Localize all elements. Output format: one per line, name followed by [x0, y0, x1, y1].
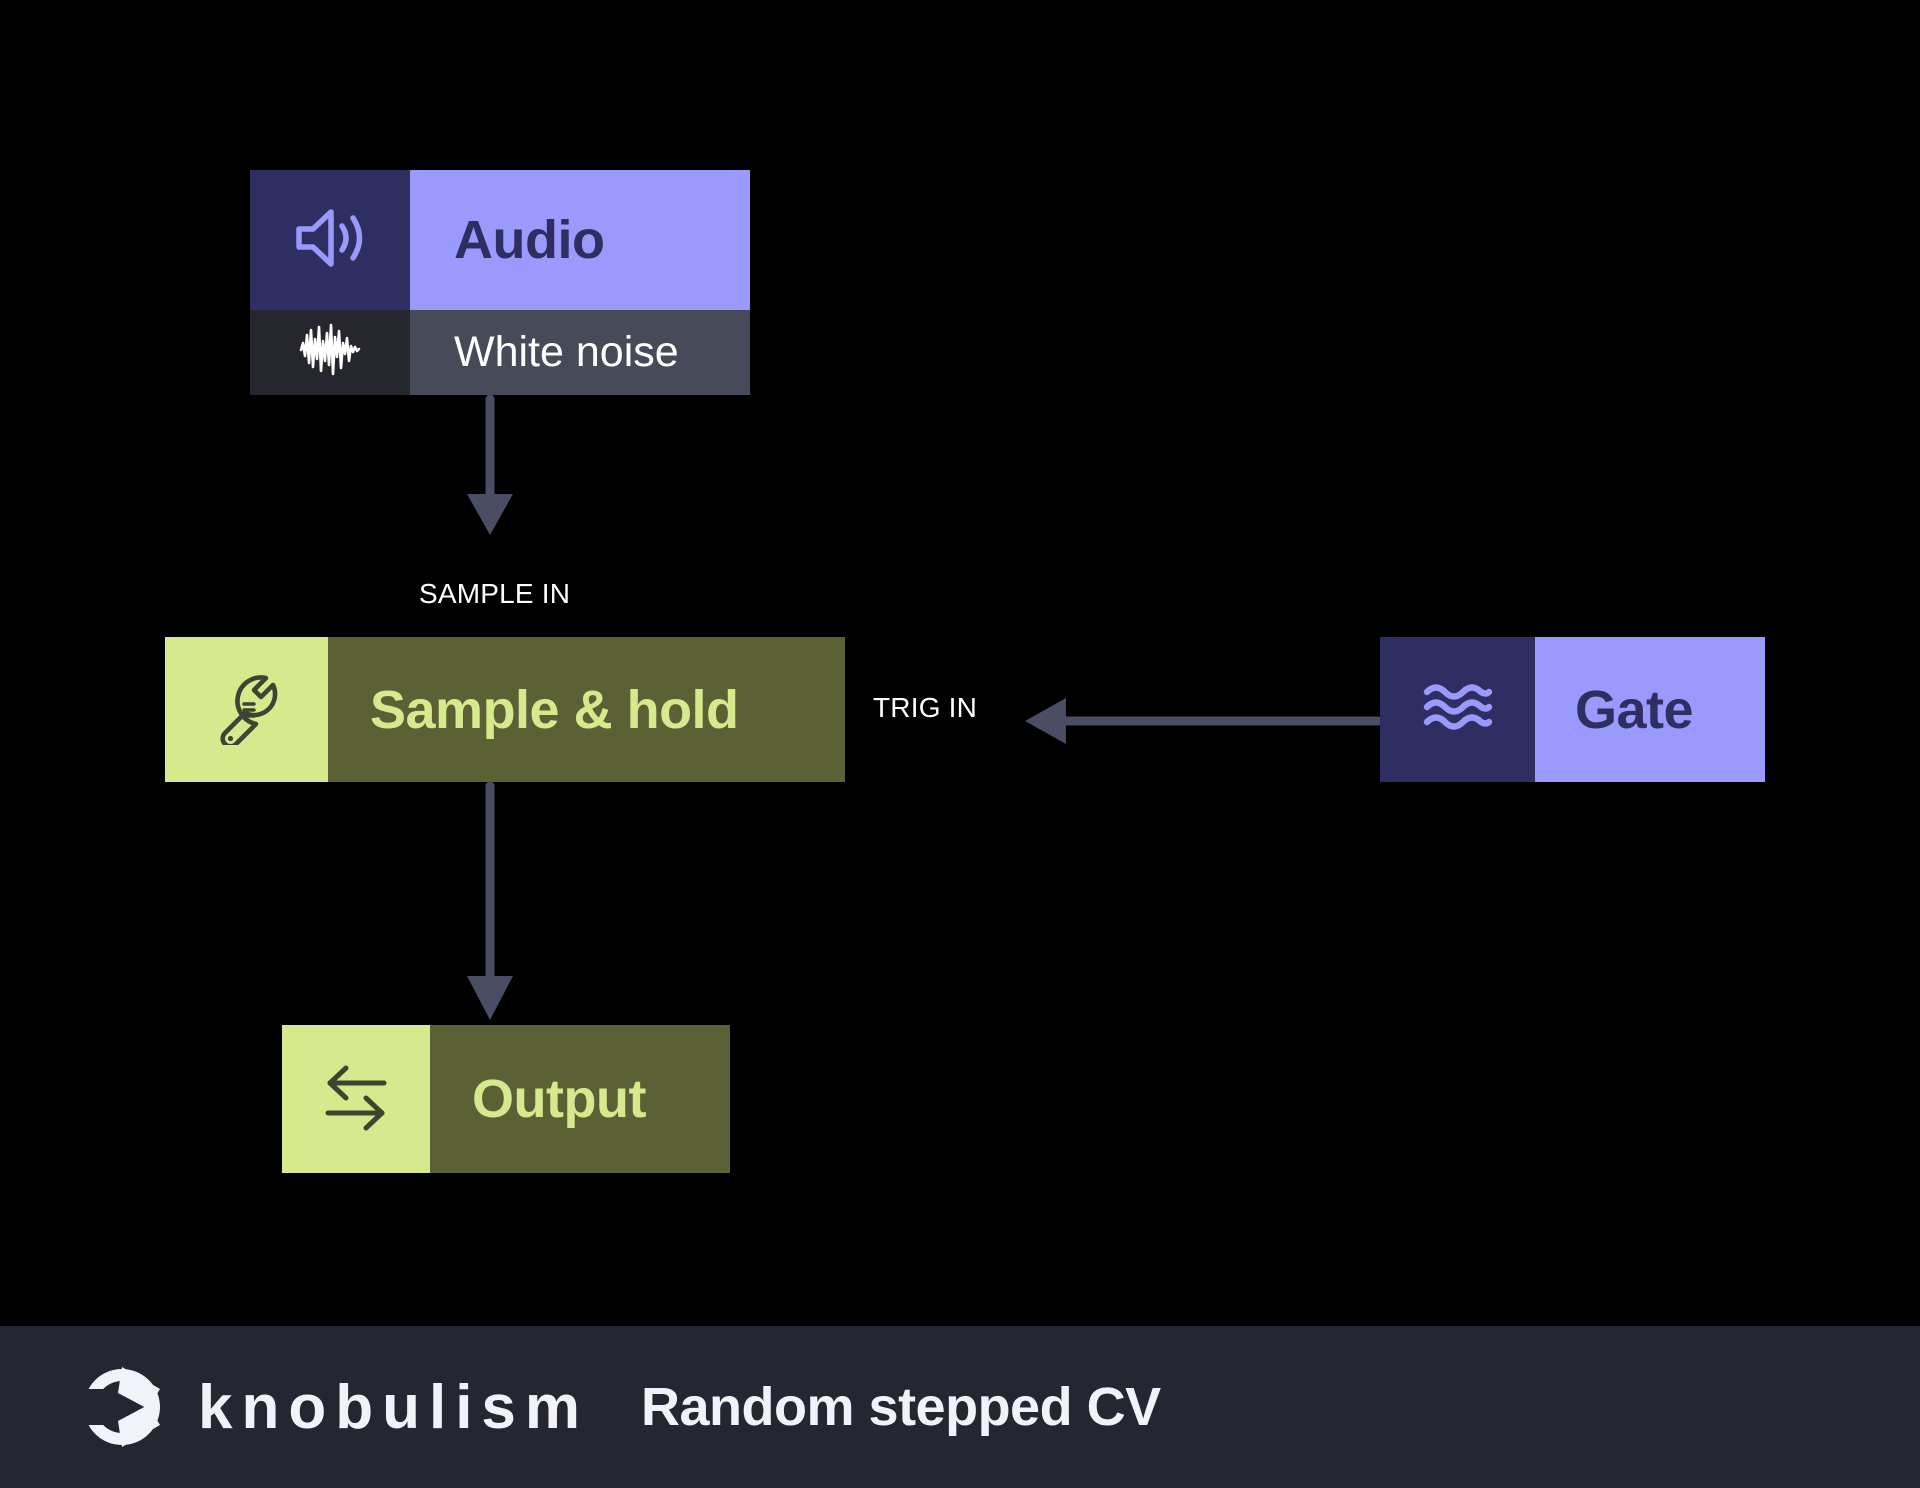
- node-sample-and-hold-label: Sample & hold: [370, 679, 739, 740]
- node-gate-label: Gate: [1575, 679, 1694, 740]
- transfer-arrows-icon: [320, 1061, 392, 1138]
- node-audio-label: Audio: [454, 210, 605, 270]
- node-audio-icon-cell: [250, 170, 410, 310]
- node-white-noise-body: White noise: [410, 310, 750, 395]
- brand-name: knobulism: [198, 1372, 590, 1442]
- node-output-body: Output: [430, 1025, 730, 1173]
- waves-icon: [1422, 679, 1494, 740]
- footer-title: Random stepped CV: [641, 1377, 1161, 1437]
- connector-sample-in-arrow: [467, 394, 513, 535]
- speaker-icon: [291, 205, 369, 276]
- waveform-noise-icon: [298, 321, 362, 384]
- footer-bar: knobulism Random stepped CV: [0, 1326, 1920, 1488]
- knob-logo-icon: [74, 1359, 170, 1455]
- node-gate-body: Gate: [1535, 637, 1765, 782]
- node-output-icon-cell: [282, 1025, 430, 1173]
- node-gate-icon-cell: [1380, 637, 1535, 782]
- wrench-icon: [209, 669, 285, 750]
- connector-label-sample-in: SAMPLE IN: [419, 578, 571, 609]
- node-white-noise-icon-cell: [250, 310, 410, 395]
- connector-trig-in-arrow: [1025, 698, 1383, 744]
- node-sample-and-hold-body: Sample & hold: [328, 637, 845, 782]
- node-white-noise[interactable]: White noise: [250, 310, 750, 395]
- connector-label-trig-in: TRIG IN: [873, 692, 978, 723]
- node-white-noise-label: White noise: [454, 328, 679, 376]
- node-gate[interactable]: Gate: [1380, 637, 1765, 782]
- connector-output-arrow: [467, 781, 513, 1020]
- node-output-label: Output: [472, 1069, 646, 1129]
- node-output[interactable]: Output: [282, 1025, 730, 1173]
- node-sample-and-hold-icon-cell: [165, 637, 328, 782]
- node-sample-and-hold[interactable]: Sample & hold: [165, 637, 845, 782]
- node-audio-body: Audio: [410, 170, 750, 310]
- node-audio[interactable]: Audio: [250, 170, 750, 310]
